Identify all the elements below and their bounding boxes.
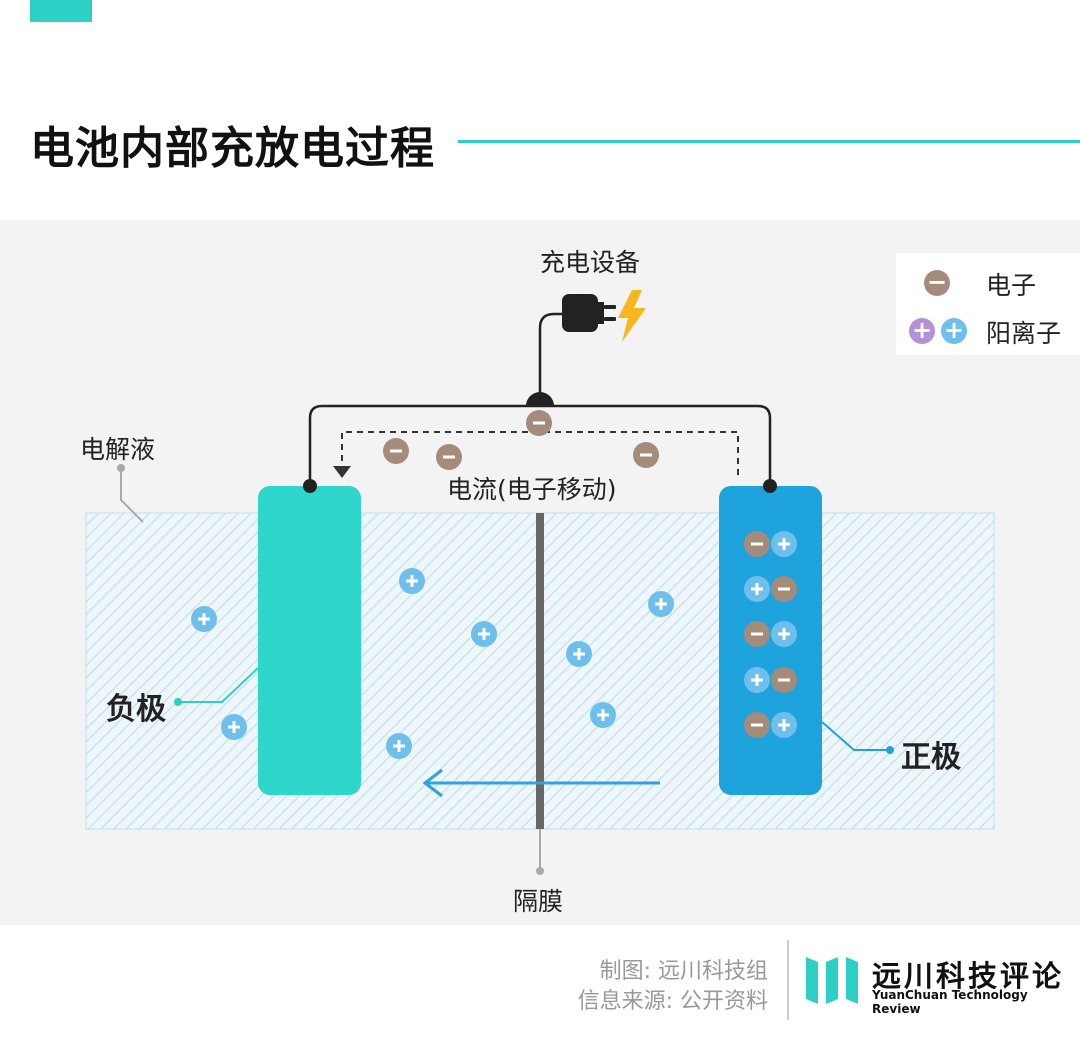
positive-leader (821, 721, 890, 751)
charger-cable (538, 312, 562, 406)
lightning-bolt-icon (618, 290, 646, 342)
title-rule (458, 140, 1080, 143)
electron-current-path (341, 431, 739, 475)
footer-divider (787, 940, 789, 1020)
terminal-positive (763, 479, 777, 493)
negative-leader-dot (174, 698, 182, 706)
ion-flow-arrowhead (422, 768, 443, 798)
positive-electrode-label: 正极 (901, 740, 961, 775)
separator-membrane (536, 513, 544, 829)
cation (191, 606, 217, 632)
legend-cation-row: + + 阳离子 (896, 311, 1080, 351)
ion-pair (744, 712, 797, 738)
electron (383, 438, 409, 464)
electrolyte-label: 电解液 (80, 435, 156, 464)
brand-subtitle: YuanChuan Technology Review (872, 988, 1028, 1016)
cation (386, 733, 412, 759)
electron (436, 444, 462, 470)
negative-electrode (258, 486, 361, 795)
legend-electron-row: − 电子 (896, 263, 1080, 303)
electron (526, 410, 552, 436)
legend-cation-label: 阳离子 (986, 319, 1062, 348)
separator-label: 隔膜 (513, 887, 564, 916)
cation (399, 568, 425, 594)
credit-line-1: 制图: 远川科技组 (599, 959, 768, 984)
credit-line-2: 信息来源: 公开资料 (577, 989, 768, 1014)
cation (471, 621, 497, 647)
top-accent-tab (30, 0, 92, 22)
electron-icon: − (924, 270, 950, 296)
cation (590, 702, 616, 728)
electron (633, 442, 659, 468)
ion-pair (744, 576, 797, 602)
cation (221, 714, 247, 740)
plug-icon (562, 294, 616, 332)
brand-name: 远川科技评论 (872, 959, 1065, 993)
separator-leader-dot (536, 867, 544, 875)
charger-label: 充电设备 (540, 248, 641, 277)
page-title: 电池内部充放电过程 (30, 123, 435, 174)
cation-purple-icon: + (909, 318, 935, 344)
current-label: 电流(电子移动) (447, 475, 617, 504)
negative-electrode-label: 负极 (106, 692, 166, 727)
cation (566, 641, 592, 667)
negative-leader (178, 667, 259, 703)
current-arrowhead (333, 466, 351, 478)
cable-junction (526, 392, 554, 406)
terminal-negative (303, 479, 317, 493)
cation-blue-icon: + (941, 318, 967, 344)
ion-pair (744, 667, 797, 693)
electrolyte-leader (120, 468, 144, 523)
positive-electrode (719, 486, 822, 795)
cation (648, 591, 674, 617)
ion-pair (744, 531, 797, 557)
positive-leader-dot (886, 746, 894, 754)
legend: − 电子 + + 阳离子 (896, 253, 1080, 355)
brand-logo-icon (806, 957, 858, 1004)
legend-electron-label: 电子 (986, 271, 1037, 300)
ion-pair (744, 621, 797, 647)
